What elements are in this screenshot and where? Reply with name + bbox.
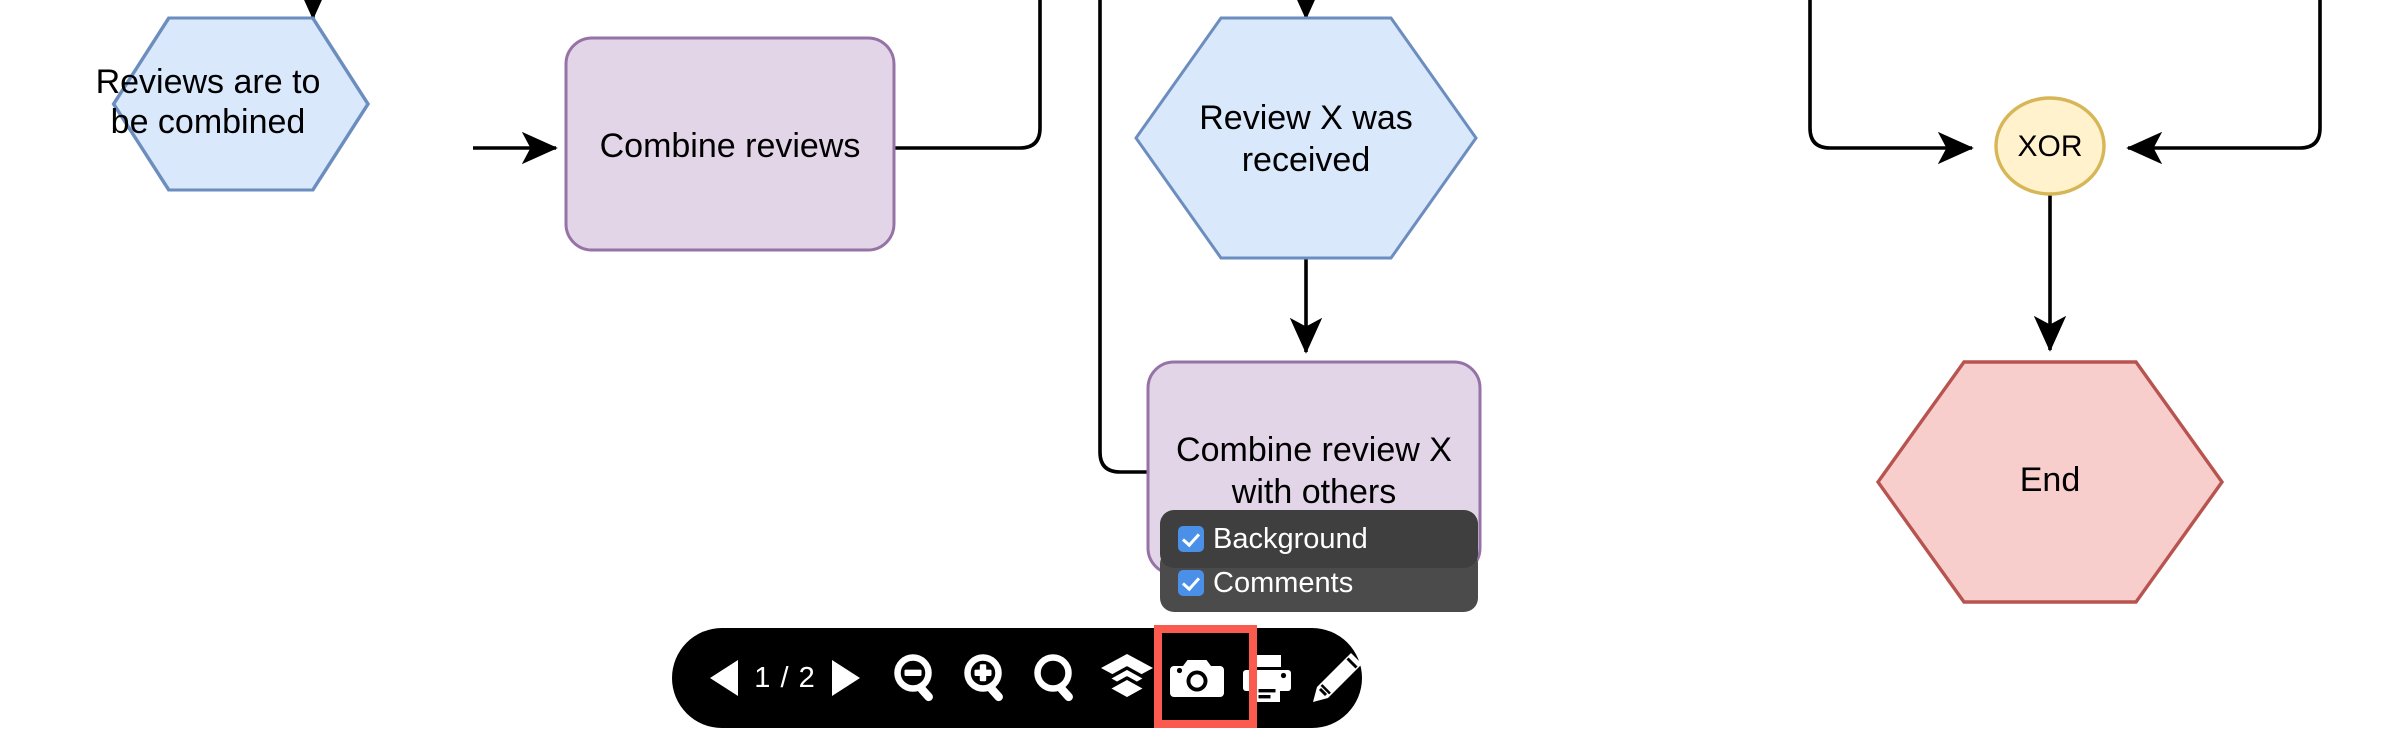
pencil-icon — [1308, 649, 1366, 707]
node-xor-gateway[interactable]: XOR — [1994, 96, 2106, 196]
node-combine-reviews[interactable]: Combine reviews — [564, 36, 896, 252]
node-label-line-0: XOR — [2017, 130, 2082, 163]
triangle-right-icon — [828, 658, 862, 698]
node-label-line-1: with others — [1231, 473, 1396, 511]
end-hexagon — [1875, 360, 2225, 604]
layers-popup-panel-upper — [1160, 510, 1478, 568]
review-x-received-hex — [1134, 16, 1478, 260]
magnifier-minus-icon — [888, 649, 946, 707]
checkbox-checked-icon[interactable] — [1178, 526, 1204, 552]
zoom-in-button[interactable] — [952, 628, 1022, 728]
node-label-line-1: received — [1242, 141, 1371, 179]
layers-icon — [1098, 649, 1156, 707]
node-reviews-are-to-be-combined[interactable]: Reviews are to be combined — [96, 16, 371, 192]
xor-ellipse — [1994, 96, 2106, 196]
snapshot-button[interactable] — [1162, 628, 1232, 728]
node-label-line-0: End — [2020, 461, 2081, 499]
zoom-out-button[interactable] — [882, 628, 952, 728]
layer-item-comments[interactable]: Comments — [1160, 559, 1478, 607]
page-indicator-wrap: 1 / 2 — [748, 628, 822, 728]
node-label-line-0: Combine reviews — [600, 127, 861, 165]
next-page-button[interactable] — [822, 628, 868, 728]
node-end[interactable]: End — [1875, 360, 2225, 604]
magnifier-icon — [1028, 649, 1086, 707]
edit-button[interactable] — [1302, 628, 1372, 728]
node-label-line-0: Combine review X — [1176, 431, 1452, 469]
combine-reviews-rect — [564, 36, 896, 252]
edge-left-into-xor — [1808, 0, 1974, 165]
node-label-line-1: be combined — [111, 103, 306, 141]
node-label-line-0: Review X was — [1199, 99, 1413, 137]
checkbox-checked-icon[interactable] — [1178, 570, 1204, 596]
layer-item-background[interactable]: Background — [1160, 515, 1478, 563]
layer-label: Background — [1213, 522, 1368, 555]
layers-button[interactable] — [1092, 628, 1162, 728]
edge-right-into-xor — [2126, 0, 2322, 165]
edge-layer — [296, 0, 2322, 474]
zoom-reset-button[interactable] — [1022, 628, 1092, 728]
print-button[interactable] — [1232, 628, 1302, 728]
triangle-left-icon — [708, 658, 742, 698]
page-indicator: 1 / 2 — [754, 661, 816, 694]
magnifier-plus-icon — [958, 649, 1016, 707]
prev-page-button[interactable] — [702, 628, 748, 728]
camera-icon — [1168, 649, 1226, 707]
printer-icon — [1238, 649, 1296, 707]
node-review-x-was-received[interactable]: Review X was received — [1134, 16, 1478, 260]
viewer-toolbar[interactable]: 1 / 2 — [672, 628, 1362, 728]
edge-vertical-to-combine-review-x — [1098, 0, 1152, 474]
reviews-combined-hex — [111, 16, 371, 192]
node-label-line-0: Reviews are to — [96, 63, 321, 101]
layer-label: Comments — [1213, 566, 1354, 599]
edge-combine-reviews-out — [894, 0, 1042, 150]
